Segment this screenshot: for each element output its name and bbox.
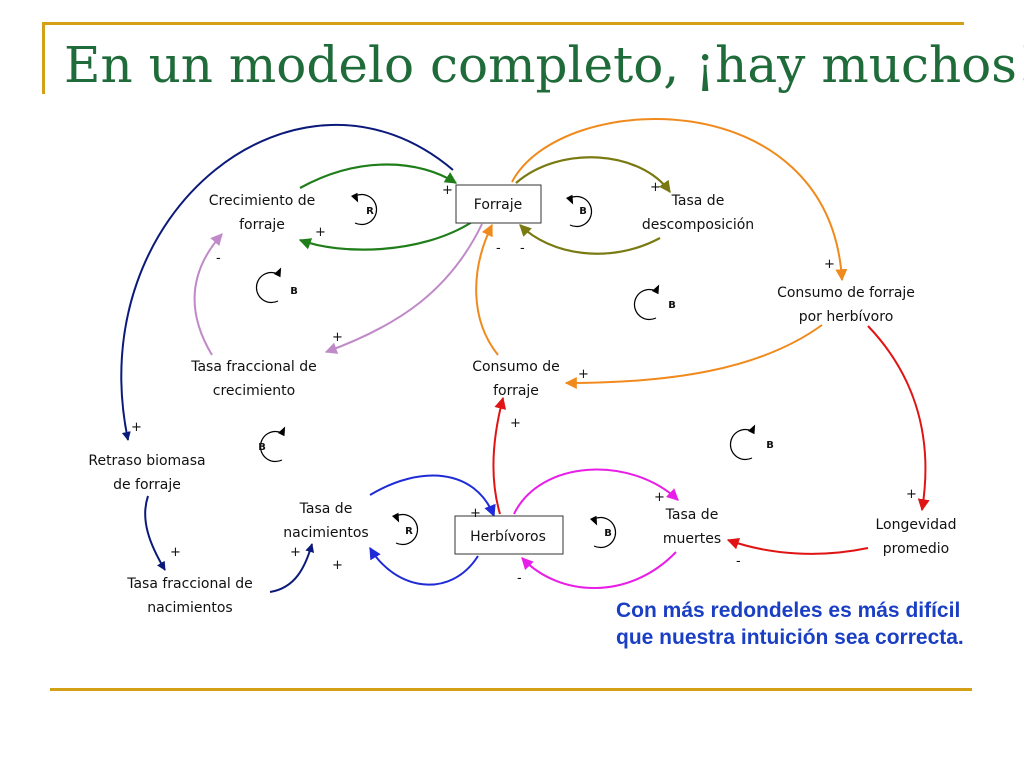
loop-label: B [258,442,266,453]
polarity-sign: + [578,367,589,382]
node-tasa-desc-line2: descomposición [642,217,754,233]
polarity-sign: + [315,225,326,240]
polarity-sign: - [736,554,741,569]
arrow-consumo-forraje-to-forraje [475,223,499,356]
frame-left-line [42,22,45,94]
node-longevidad-line1: Longevidad [875,517,956,533]
loop-label: B [668,300,676,311]
arrow-herbivoros-to-tasa-muertes [513,468,679,515]
node-tasa-frac-nac-line1: Tasa fraccional de [126,576,253,592]
arrow-forraje-to-tasa-descomposicion [515,156,671,193]
node-crecimiento-line2: forraje [239,217,285,233]
node-retraso-line1: Retraso biomasa [88,453,205,469]
polarity-sign: + [442,183,453,198]
arrow-tasa-descomposicion-to-forraje [519,224,661,255]
loop-indicator: R [391,512,419,546]
node-tasa-nac-line2: nacimientos [283,525,368,541]
node-tasa-nac-line1: Tasa de [299,501,353,517]
polarity-sign: - [517,571,522,586]
node-tasa-desc-line1: Tasa de [671,193,725,209]
arrow-forraje-to-crecimiento [298,221,473,251]
polarity-sign: + [170,545,181,560]
node-retraso-line2: de forraje [113,477,181,493]
polarity-sign: + [650,180,661,195]
stock-box-forraje [455,184,542,224]
polarity-sign: - [496,241,501,256]
polarity-sign: + [332,330,343,345]
loop-label: B [604,528,612,539]
polarity-sign: + [824,257,835,272]
node-forraje: Forraje [474,197,522,213]
arrow-forraje-to-consumo-herbivoro [511,117,848,282]
loop-label: R [366,206,374,217]
node-consumo-forraje-line1: Consumo de [472,359,560,375]
polarity-sign: + [131,420,142,435]
frame-bottom-line [50,688,972,691]
arrow-consumo-herbivoro-to-longevidad [867,325,930,512]
loop-indicator: R [350,192,378,226]
loop-indicator: B [258,426,286,463]
arrow-herbivoros-to-consumo-forraje [492,396,507,515]
stock-box-herbivoros [454,515,564,555]
polarity-sign: - [520,241,525,256]
arrow-crecimiento-to-forraje [299,163,458,189]
node-tasa-frac-crec-line2: crecimiento [213,383,295,399]
arrow-tasa-nacimientos-to-herbivoros [369,474,496,518]
loop-indicator: B [729,424,774,461]
loop-label: B [579,206,587,217]
frame-top-line [42,22,964,25]
node-consumo-herbivoro-line2: por herbívoro [799,309,894,325]
polarity-sign: + [470,506,481,521]
slide-note: Con más redondeles es más difícil que nu… [616,599,964,649]
arrow-consumo-herbivoro-to-consumo-forraje [564,324,823,389]
loop-indicator: B [633,284,676,321]
arrow-tasa-muertes-to-herbivoros [521,551,677,589]
arrow-retraso-to-tasa-fraccional-nacimientos [144,495,166,571]
arrow-tasa-fraccional-nacimientos-to-tasa-nacimientos [269,543,315,593]
polarity-sign: + [654,490,665,505]
node-tasa-muertes-line1: Tasa de [665,507,719,523]
loop-label: B [766,440,774,451]
polarity-sign: + [510,416,521,431]
arrow-tasa-fraccional-to-crecimiento [193,233,223,356]
loop-indicator: B [589,515,617,549]
node-herbivoros: Herbívoros [470,529,546,545]
polarity-sign: + [332,558,343,573]
node-consumo-forraje-line2: forraje [493,383,539,399]
loop-indicator: B [255,267,298,304]
loop-indicator: B [565,194,593,228]
arrow-forraje-to-retraso [120,124,454,441]
node-tasa-frac-nac-line2: nacimientos [147,600,232,616]
node-consumo-herbivoro-line1: Consumo de forraje [777,285,915,301]
arrow-forraje-to-tasa-fraccional-crecimiento [324,223,483,354]
polarity-sign: + [906,487,917,502]
node-crecimiento-line1: Crecimiento de [209,193,315,209]
node-tasa-frac-crec-line1: Tasa fraccional de [190,359,317,375]
node-longevidad-line2: promedio [883,541,950,557]
polarity-sign: + [290,545,301,560]
arrow-herbivoros-to-tasa-nacimientos [369,546,479,586]
node-tasa-muertes-line2: muertes [663,531,721,547]
loop-label: B [290,286,298,297]
arrow-longevidad-to-tasa-muertes [726,537,869,555]
slide-title: En un modelo completo, ¡hay muchos! [64,36,1024,94]
polarity-sign: - [216,251,221,266]
loop-label: R [405,526,413,537]
